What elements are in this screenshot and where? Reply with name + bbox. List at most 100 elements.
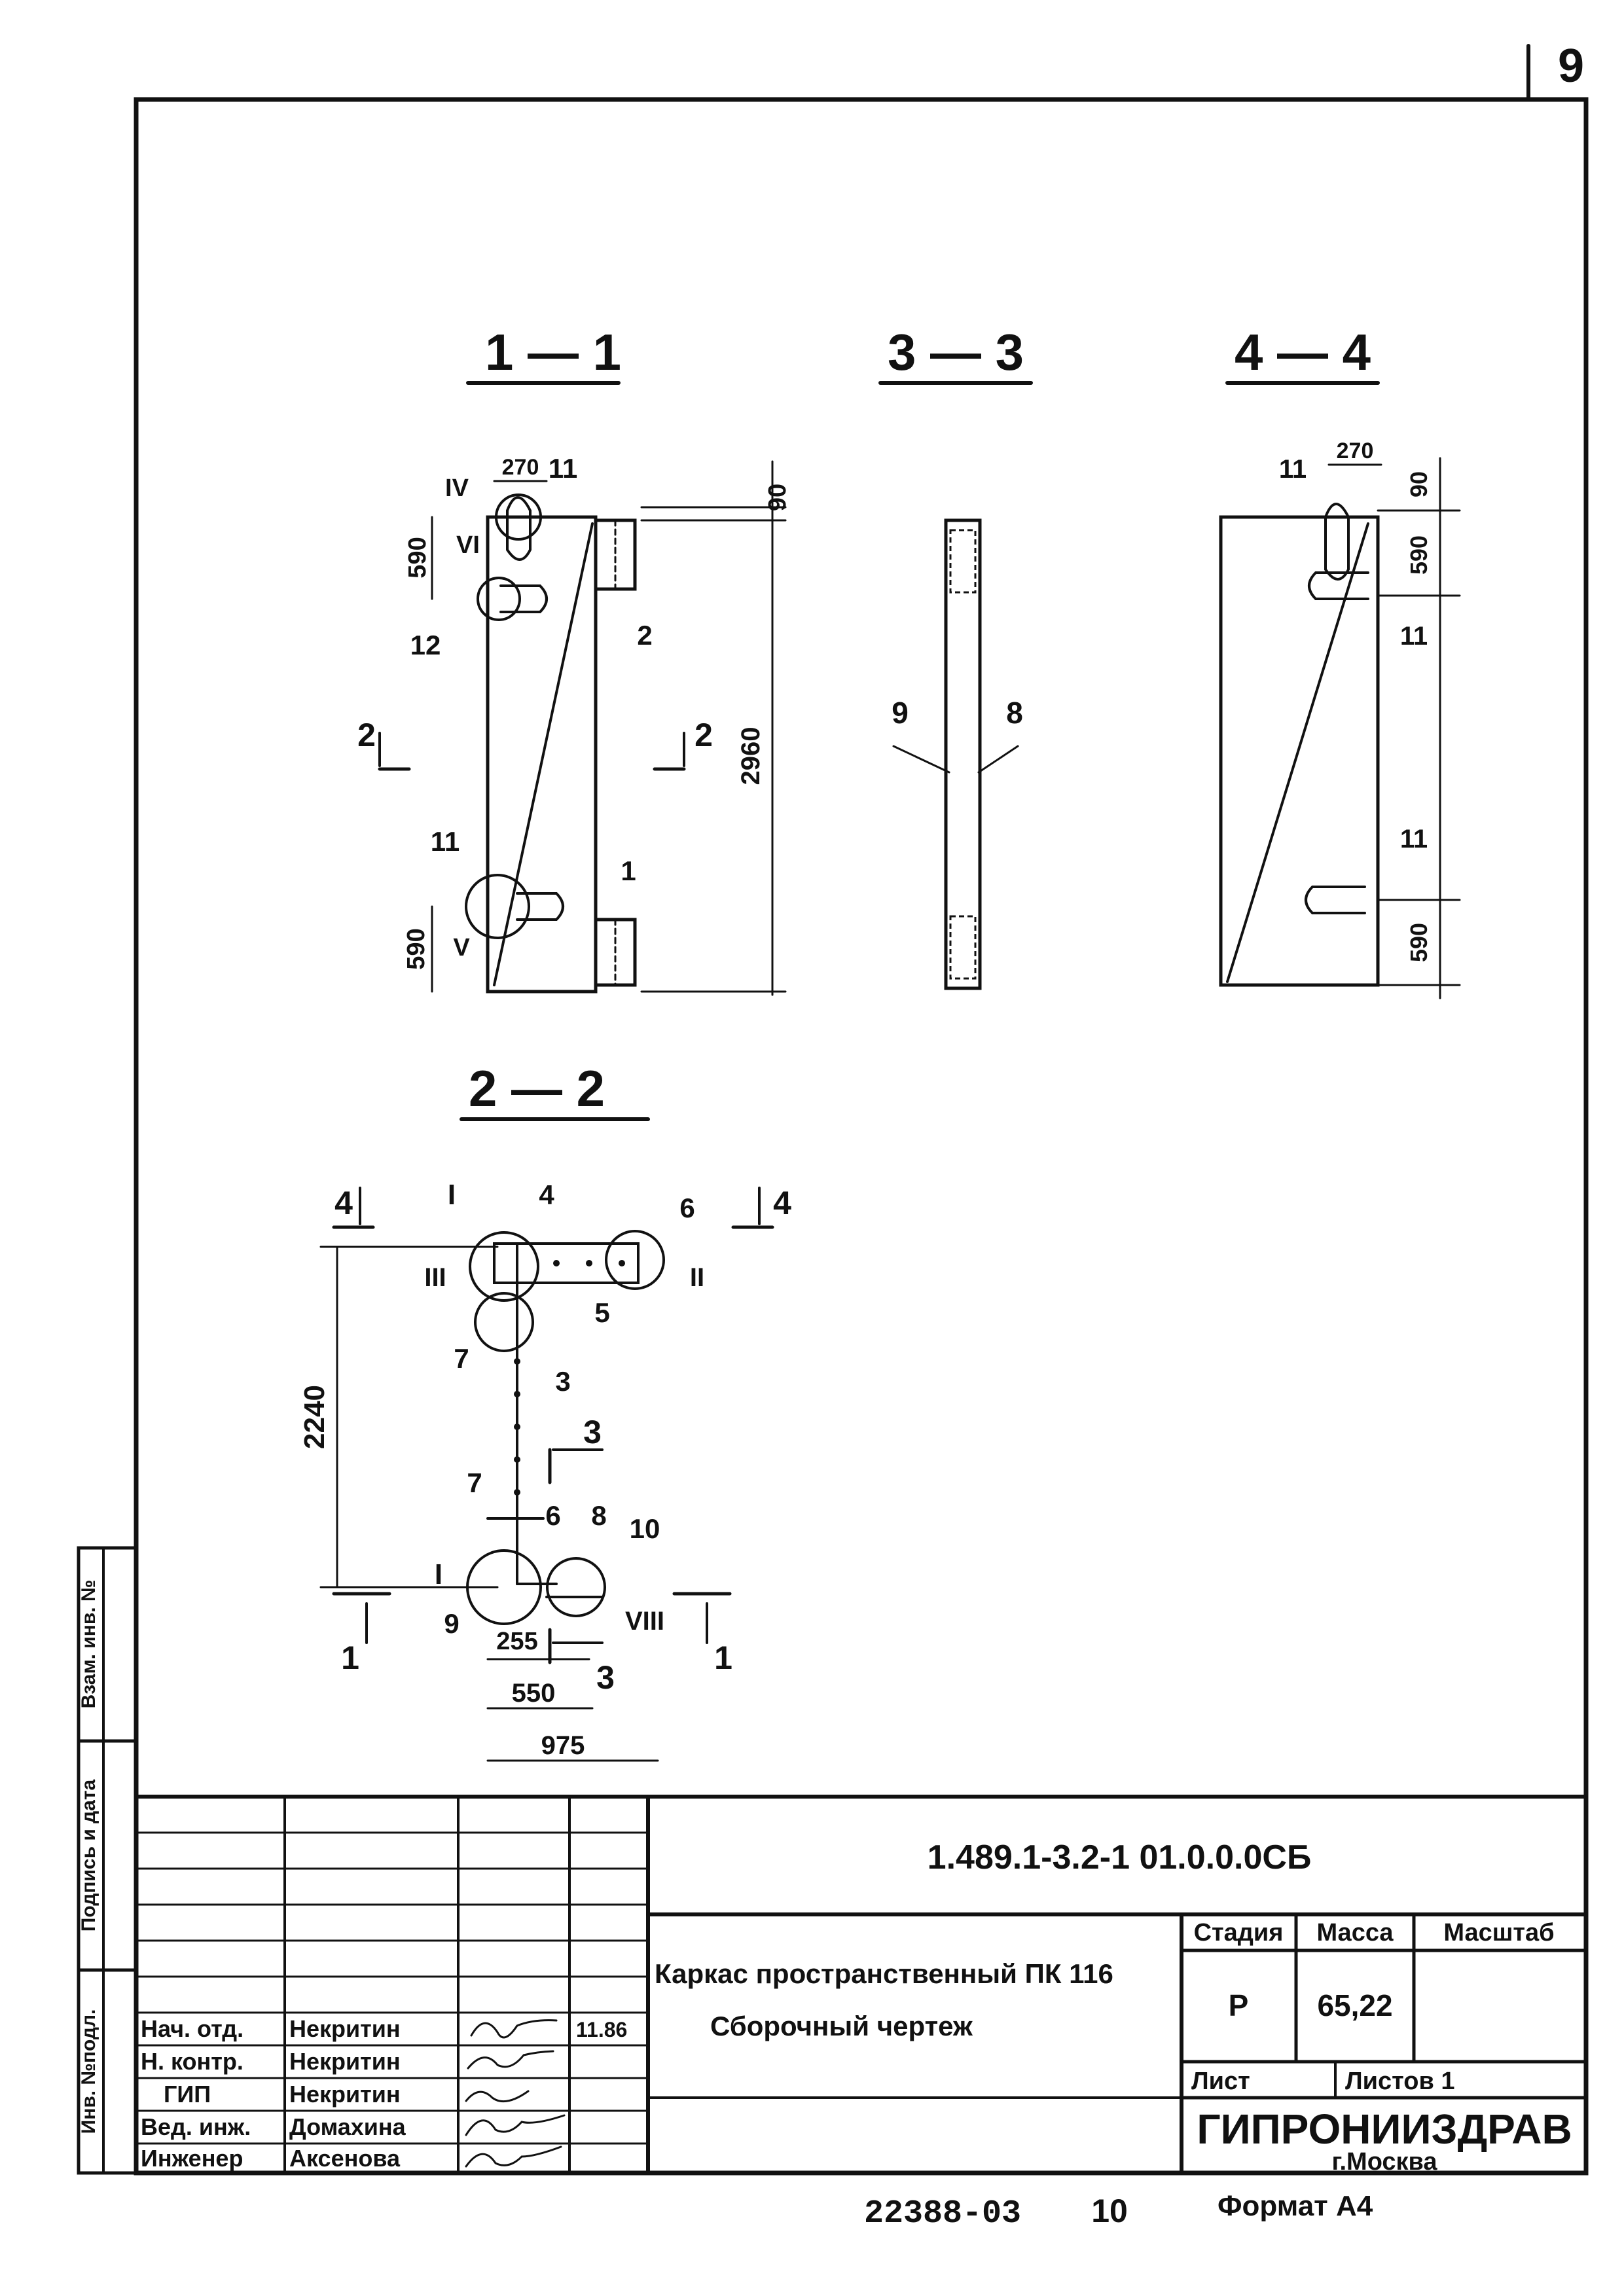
role-1: Н. контр. [141, 2048, 244, 2075]
cut-2-right: 2 [695, 717, 713, 753]
title-block: Нач. отд. Некритин 11.86 Н. контр. Некри… [134, 1795, 1588, 2176]
mark-6-bottom: 6 [545, 1500, 560, 1531]
doc-code: 1.489.1-3.2-1 01.0.0.0СБ [928, 1839, 1312, 1876]
mark-5: 5 [594, 1297, 609, 1328]
mass-header: Масса [1316, 1919, 1394, 1946]
footer-page-number: 10 [1091, 2193, 1128, 2229]
dim-90: 90 [1405, 471, 1432, 497]
dim-270: 270 [502, 455, 539, 480]
side-label-vzam: Взам. инв. № [78, 1580, 99, 1709]
name-3: Домахина [289, 2113, 406, 2140]
section-4-4-title: 4 — 4 [1235, 323, 1371, 381]
name-2: Некритин [289, 2081, 401, 2108]
role-4: Инженер [141, 2145, 243, 2172]
sheets-label: Листов 1 [1345, 2068, 1455, 2095]
node-label-iv: IV [445, 475, 469, 502]
signature [465, 2145, 562, 2168]
dim-975: 975 [541, 1731, 585, 1760]
dim-270: 270 [1337, 439, 1374, 463]
node-label-viii: VIII [625, 1607, 664, 1636]
mark-11-top: 11 [549, 453, 577, 484]
node-circle-i-top [469, 1231, 539, 1302]
mark-7-bottom: 7 [467, 1467, 482, 1498]
mark-8: 8 [591, 1500, 606, 1531]
cut-2-left: 2 [357, 717, 376, 753]
page-number: 9 [1558, 40, 1584, 92]
dim-590-upper: 590 [1405, 535, 1432, 575]
mark-4: 4 [539, 1179, 554, 1210]
mark-2: 2 [637, 620, 652, 651]
mark-10: 10 [630, 1513, 660, 1544]
mark-9: 9 [892, 696, 909, 730]
node-circle-iii [474, 1292, 534, 1352]
signature [465, 2114, 566, 2136]
format-label: Формат А4 [1218, 2190, 1373, 2222]
section-3-3: 3 — 3 9 8 [878, 323, 1033, 990]
node-circle-vi [477, 577, 521, 621]
node-circle-ii [605, 1230, 665, 1290]
name-4: Аксенова [289, 2145, 401, 2172]
node-label-ii: II [690, 1263, 704, 1292]
sheet-label: Лист [1191, 2068, 1250, 2095]
name-0: Некритин [289, 2015, 401, 2042]
cut-4-left: 4 [334, 1185, 353, 1221]
mark-6-top: 6 [679, 1193, 695, 1223]
section-2-2: 2 — 2 2240 255 550 975 4 6 5 7 3 7 [298, 1060, 791, 1762]
dim-550: 550 [512, 1679, 556, 1708]
dim-590-lower: 590 [403, 928, 430, 969]
dim-590-upper: 590 [404, 537, 431, 578]
panel-outline [1219, 515, 1380, 987]
archive-number: 22388-03 [864, 2195, 1021, 2233]
node-label-i-bottom: I [435, 1558, 442, 1590]
doc-title-line1: Каркас пространственный ПК 116 [655, 1958, 1113, 1989]
mark-11-middle: 11 [1400, 622, 1428, 651]
mark-11-bottom: 11 [1400, 825, 1428, 853]
mark-1: 1 [621, 855, 636, 886]
node-label-i-top: I [448, 1179, 456, 1211]
cut-1-right: 1 [714, 1640, 732, 1676]
diagonal-bar [493, 522, 594, 986]
cut-4-right: 4 [773, 1185, 791, 1221]
node-label-v: V [453, 934, 470, 961]
signature [467, 2050, 554, 2070]
role-2: ГИП [164, 2081, 211, 2108]
node-circle-iv [495, 493, 542, 541]
mark-11-bottom: 11 [431, 826, 460, 857]
section-1-1: 1 — 1 270 90 2960 590 590 11 1 2 2 [357, 323, 791, 996]
drawing-frame [134, 97, 1589, 2176]
node-circle-v [465, 874, 530, 939]
cut-3-lower: 3 [596, 1659, 615, 1696]
dim-2240: 2240 [298, 1385, 331, 1449]
role-3: Вед. инж. [141, 2113, 251, 2140]
dim-2960: 2960 [736, 727, 765, 785]
mark-11-top: 11 [1279, 455, 1307, 484]
organization-name: ГИПРОНИИЗДРАВ [1197, 2106, 1572, 2153]
node-label-vi: VI [456, 531, 480, 559]
node-circle-viii [546, 1557, 606, 1617]
scale-header: Масштаб [1443, 1919, 1554, 1946]
side-label-podpis: Подпись и дата [78, 1779, 99, 1931]
section-2-2-title: 2 — 2 [469, 1060, 605, 1117]
organization-city: г.Москва [1331, 2148, 1437, 2176]
date-0: 11.86 [576, 2018, 627, 2041]
name-1: Некритин [289, 2048, 401, 2075]
dim-255: 255 [496, 1628, 537, 1655]
cut-3-upper: 3 [583, 1414, 602, 1450]
mark-3: 3 [555, 1366, 570, 1397]
role-0: Нач. отд. [141, 2015, 244, 2042]
mark-7-top: 7 [454, 1343, 469, 1374]
mark-9: 9 [444, 1608, 459, 1639]
side-label-inv-podl: Инв. №подл. [78, 2009, 99, 2134]
left-margin-strip: Инв. №подл. Подпись и дата Взам. инв. № [77, 1546, 138, 2175]
cut-1-left: 1 [341, 1640, 359, 1676]
node-label-iii: III [424, 1263, 446, 1292]
bar-outline [944, 518, 982, 990]
mass-value: 65,22 [1317, 1988, 1392, 2022]
stage-value: Р [1229, 1988, 1249, 2022]
dim-90: 90 [764, 484, 791, 511]
dim-590-lower: 590 [1405, 923, 1432, 962]
section-1-1-title: 1 — 1 [485, 323, 621, 381]
signature [470, 2019, 558, 2039]
mark-8: 8 [1006, 696, 1023, 730]
